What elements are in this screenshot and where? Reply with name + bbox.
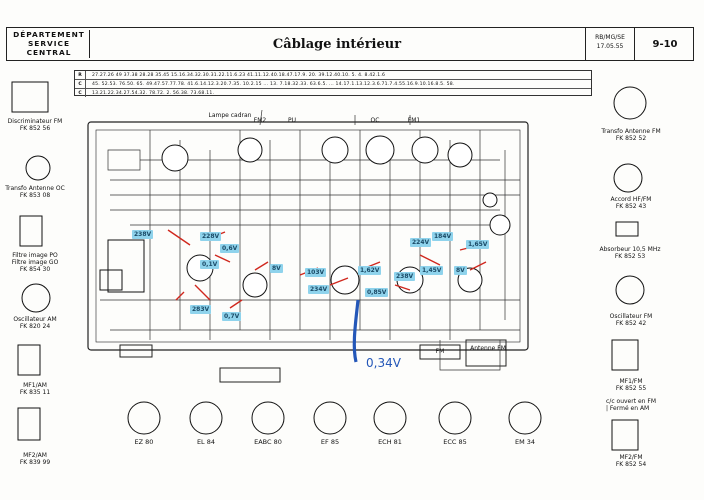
component-name: Oscillateur FM [609,313,653,320]
grid-row: R 27.27.26 49 37.38 28.28 35.45 15.16.34.… [75,71,591,80]
voltage-badge: 283V [190,305,212,314]
grid-row-label: C [75,80,86,88]
grid-row-label: C [75,89,86,97]
component-name: Transfo Antenne FM [601,128,661,135]
component-ref: FK 852 56 [19,125,51,132]
right-component: c/c ouvert en FM | Fermé en AM [606,398,696,412]
grid-row: C 45. 52.53. 76.50. 65. 49.47.57.77.78. … [75,80,591,89]
chassis-label: FM [435,348,445,355]
ref-date: 17.05.55 [596,43,624,50]
grid-row: C 13.21.22.34.27.54.32. 78.72. 2. 56.38.… [75,89,591,97]
page-title: Câblage intérieur [272,36,402,52]
dept-line-1: DÉPARTEMENT [13,30,85,39]
grid-row-values: 13.21.22.34.27.54.32. 78.72. 2. 56.38. 7… [92,90,215,96]
component-ref: FK 852 55 [615,385,647,392]
dept-line-3: CENTRAL [26,48,72,57]
component-ref: FK 852 43 [615,203,647,210]
tube-label: ECC 85 [443,438,467,446]
component-ref: FK 852 52 [615,135,647,142]
component-index-grid: R 27.27.26 49 37.38 28.28 35.45 15.16.34.… [74,70,592,97]
component-name: c/c ouvert en FM | Fermé en AM [606,398,656,412]
chassis-label: Lampe cadran [208,112,252,119]
component-name: Filtre image PO Filtre image GO [11,252,59,266]
reference-block: RB/MG/SE 17.05.55 [585,28,635,60]
voltage-badge: 224V [410,238,432,247]
component-ref: FK 853 08 [19,192,51,199]
tube-pinouts [127,401,542,435]
voltage-badge: 1,45V [420,266,444,275]
component-ref: FK 852 53 [614,253,646,260]
voltage-badge: 0,6V [220,244,240,253]
component-ref: FK 820 24 [19,323,51,330]
component-name: Absorbeur 10,5 MHz [599,246,661,253]
component-name: MF1/AM [23,382,47,389]
right-component-symbols [611,86,647,451]
voltage-badge: 1,65V [466,240,490,249]
voltage-badge: 238V [394,272,416,281]
voltage-badge: 0,1V [200,260,220,269]
ref-code: RB/MG/SE [595,34,625,41]
tube-label: EZ 80 [134,438,154,446]
tube-label: EF 85 [320,438,340,446]
component-name: Discriminateur FM [7,118,63,125]
component-name: MF1/FM [619,378,643,385]
chassis-label: Antenne FM [470,345,506,352]
grid-row-values: 45. 52.53. 76.50. 65. 49.47.57.77.78. 41… [92,81,455,87]
component-name: Accord HF/FM [610,196,652,203]
voltage-badge: 8V [270,264,283,273]
voltage-badge: 8V [454,266,467,275]
department-label: DÉPARTEMENT SERVICE CENTRAL [9,30,90,58]
component-ref: FK 852 42 [615,320,647,327]
chassis-label: FM1 [407,117,421,124]
dept-line-2: SERVICE [27,39,70,48]
component-name: MF2/FM [619,454,643,461]
voltage-badge: 1,62V [358,266,382,275]
left-component-symbols [11,81,51,441]
voltage-badge: 0,7V [222,312,242,321]
grid-row-values: 27.27.26 49 37.38 28.28 35.45 15.16.34.3… [92,72,386,78]
tube-label: ECH 81 [378,438,402,446]
chassis-label: FM2 [253,117,267,124]
title-block: DÉPARTEMENT SERVICE CENTRAL Câblage inté… [6,27,694,61]
capacitors [99,239,145,293]
tube-label: EL 84 [196,438,216,446]
voltage-badge: 0,85V [365,288,389,297]
component-ref: FK 839 99 [19,459,51,466]
grid-row-label: R [75,71,86,79]
voltage-badge: 238V [132,230,154,239]
component-ref: FK 852 54 [615,461,647,468]
chassis-label: OC [370,117,380,124]
page-number: 9-10 [652,38,678,50]
voltage-badge: 234V [308,285,330,294]
component-name: MF2/AM [23,452,47,459]
voltage-badge: 103V [305,268,327,277]
tube-label: EABC 80 [254,438,282,446]
voltage-badge: 184V [432,232,454,241]
component-ref: FK 854 30 [19,266,51,273]
voltage-badge: 228V [200,232,222,241]
measured-voltage-annotation: 0,34V [366,356,401,370]
blue-probe-mark [352,299,360,363]
tube-label: EM 34 [514,438,536,446]
component-name: Oscillateur AM [13,316,57,323]
chassis-label: PU [287,117,296,124]
chassis-outline [87,121,529,383]
component-name: Transfo Antenne OC [5,185,65,192]
component-ref: FK 835 11 [19,389,51,396]
